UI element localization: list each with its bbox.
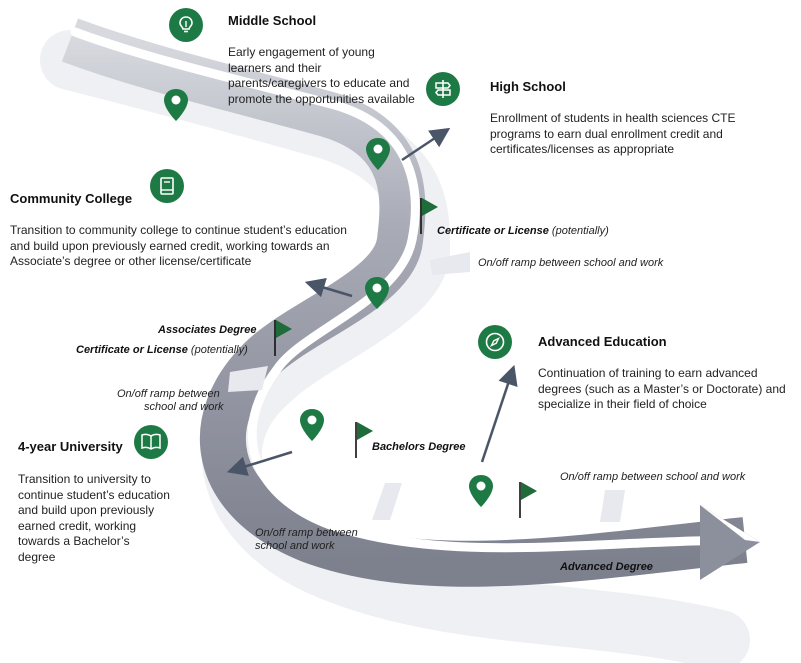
milestone-associates-degree: Associates Degree (158, 324, 257, 336)
road-arrow-head (700, 505, 760, 580)
arrow-to-community-college (304, 278, 353, 298)
university-desc: Transition to university to continue stu… (18, 472, 170, 564)
location-pin-icon (469, 475, 493, 507)
ramp-label-4: On/off ramp between school and work (255, 527, 358, 553)
ramp-label-1: On/off ramp between school and work (478, 257, 664, 269)
location-pin-icon (300, 409, 324, 441)
community-college-desc: Transition to community college to conti… (10, 223, 347, 268)
signpost-icon (426, 72, 460, 106)
location-pin-icon (365, 277, 389, 309)
flag-icon (274, 320, 292, 356)
ramp-label-3: On/off ramp between school and work (560, 471, 746, 483)
flag-icon (355, 422, 373, 458)
milestone-certificate-2-rest: (potentially) (187, 344, 248, 356)
road-body (61, 18, 748, 587)
advanced-education-desc: Continuation of training to earn advance… (538, 366, 786, 411)
milestone-certificate-2: Certificate or License (potentially) (76, 344, 248, 357)
flag-icon (519, 482, 537, 518)
high-school-desc: Enrollment of students in health science… (490, 111, 736, 156)
location-pin-icon (366, 138, 390, 170)
middle-school-desc: Early engagement of young learners and t… (228, 45, 415, 106)
milestone-certificate-2-bold: Certificate or License (76, 344, 188, 356)
arrow-to-high-school (401, 127, 451, 162)
milestone-certificate-1-rest: (potentially) (548, 225, 609, 237)
ramp-label-2: On/off ramp between school and work (117, 388, 224, 414)
open-book-icon (134, 425, 168, 459)
road-arrow-head-top (700, 505, 760, 542)
ramp-stub-2 (228, 366, 268, 392)
lightbulb-icon (169, 8, 203, 42)
compass-icon (478, 325, 512, 359)
arrow-to-advanced (480, 364, 518, 463)
ramp-stub-3 (372, 483, 402, 520)
middle-school-title: Middle School (228, 13, 317, 28)
milestone-certificate-1: Certificate or License (potentially) (437, 225, 609, 238)
milestone-bachelors-degree: Bachelors Degree (372, 441, 466, 453)
flag-icon (420, 198, 438, 234)
ramp-stub-1 (430, 252, 470, 275)
milestone-advanced-degree: Advanced Degree (560, 561, 653, 573)
ramp-label-2-line1: On/off ramp between (117, 388, 220, 400)
ramp-label-4-line2: school and work (255, 540, 335, 552)
university-title: 4-year University (18, 439, 123, 454)
road-lane (70, 27, 750, 553)
ramp-label-2-line2: school and work (144, 401, 224, 413)
arrow-to-university (226, 450, 293, 476)
location-pin-icon (164, 89, 188, 121)
high-school-title: High School (490, 79, 566, 94)
ramp-stub-4 (600, 490, 625, 522)
community-college-title: Community College (10, 191, 133, 206)
advanced-education-title: Advanced Education (538, 334, 667, 349)
ramp-label-4-line1: On/off ramp between (255, 527, 358, 539)
milestone-certificate-1-bold: Certificate or License (437, 225, 549, 237)
book-icon (150, 169, 184, 203)
